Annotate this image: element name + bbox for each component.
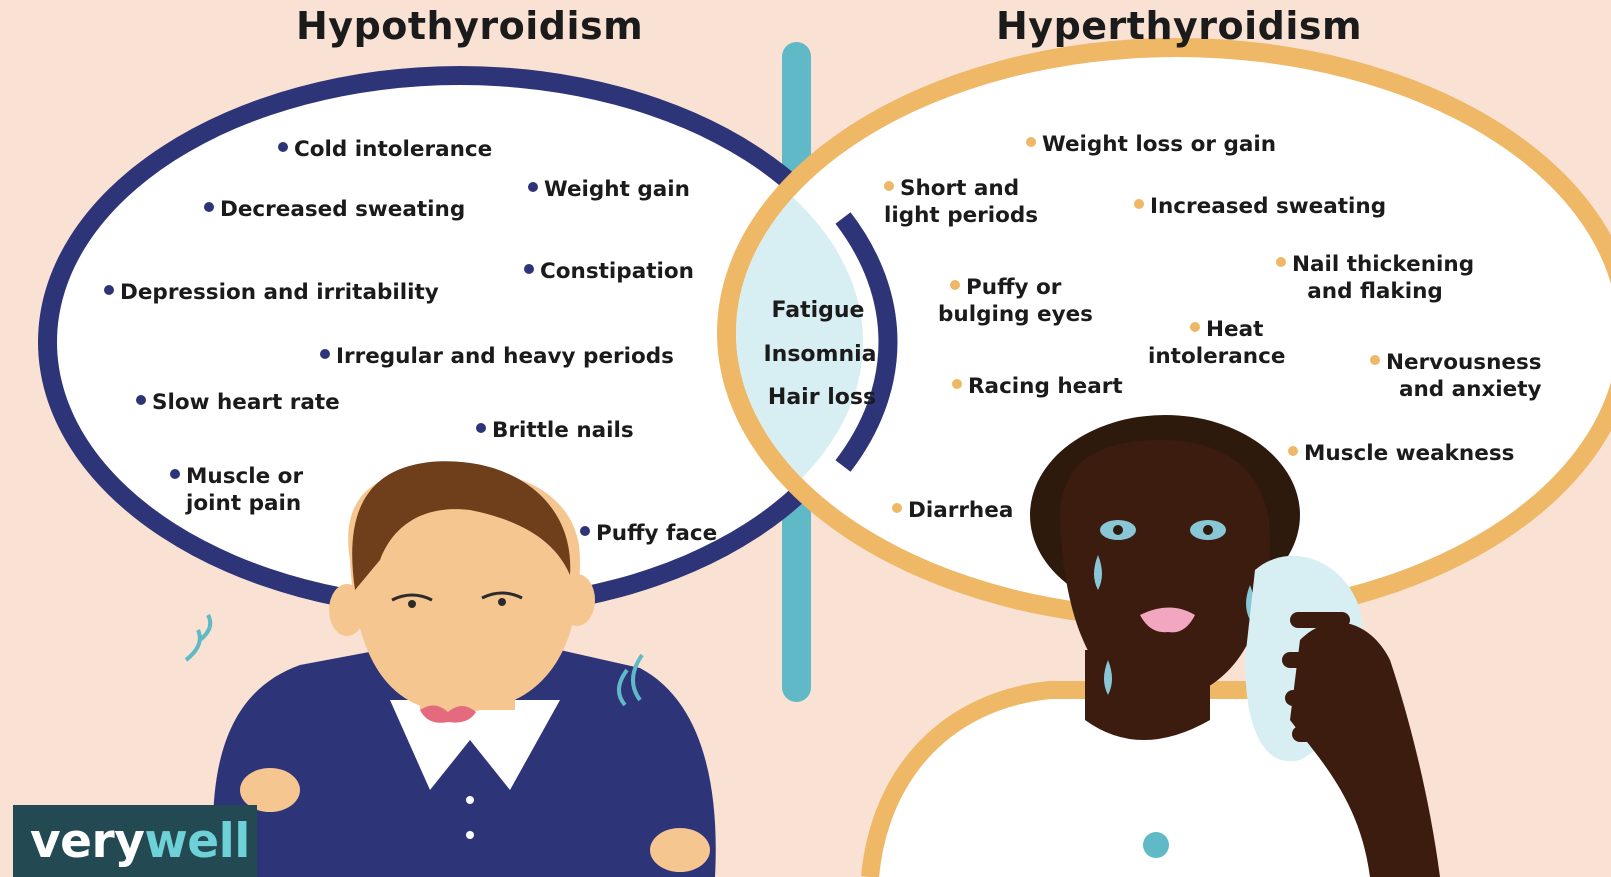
- hyper-symptom-label-line2: and anxiety: [1370, 376, 1542, 403]
- bullet-icon: [476, 423, 486, 433]
- bullet-icon: [170, 469, 180, 479]
- shared-symptom: Fatigue: [748, 298, 888, 323]
- hypo-symptom-item: Irregular and heavy periods: [320, 343, 674, 370]
- bullet-icon: [1288, 446, 1298, 456]
- bullet-icon: [884, 181, 894, 191]
- bullet-icon: [278, 142, 288, 152]
- hypo-symptom-label: Decreased sweating: [220, 197, 465, 222]
- hypo-symptom-item: Cold intolerance: [278, 136, 492, 163]
- bullet-icon: [104, 285, 114, 295]
- hypo-symptom-label: Cold intolerance: [294, 137, 492, 162]
- bullet-icon: [1370, 355, 1380, 365]
- hyper-symptom-item: Diarrhea: [892, 497, 1013, 524]
- hypo-symptom-label: Depression and irritability: [120, 280, 439, 305]
- hypo-symptom-label: Constipation: [540, 259, 694, 284]
- hyper-symptom-label-line2: bulging eyes: [938, 301, 1093, 328]
- bullet-icon: [1026, 137, 1036, 147]
- hypo-symptom-label-line2: joint pain: [170, 490, 303, 517]
- hypo-symptom-label: Puffy face: [596, 521, 717, 546]
- hyper-symptom-label: Muscle weakness: [1304, 441, 1514, 466]
- hyper-symptom-label-line2: intolerance: [1148, 343, 1285, 370]
- hypo-symptom-label: Irregular and heavy periods: [336, 344, 674, 369]
- hypo-symptom-item: Puffy face: [580, 520, 717, 547]
- hyper-symptom-label: Nail thickening: [1292, 252, 1474, 277]
- hyper-symptom-label: Puffy or: [966, 275, 1061, 300]
- bullet-icon: [320, 349, 330, 359]
- logo-part-well: well: [144, 814, 250, 869]
- hyperthyroidism-title: Hyperthyroidism: [996, 4, 1362, 48]
- hypo-symptom-label: Slow heart rate: [152, 390, 340, 415]
- bullet-icon: [528, 182, 538, 192]
- hypo-symptom-label: Muscle or: [186, 464, 303, 489]
- hypo-symptom-item: Slow heart rate: [136, 389, 340, 416]
- hypo-symptom-item: Brittle nails: [476, 417, 634, 444]
- hypo-symptom-label: Weight gain: [544, 177, 690, 202]
- hyper-symptom-label: Heat: [1206, 317, 1263, 342]
- bullet-icon: [204, 202, 214, 212]
- hypothyroidism-title: Hypothyroidism: [296, 4, 643, 48]
- bullet-icon: [952, 379, 962, 389]
- hyper-symptom-label-line2: and flaking: [1276, 278, 1474, 305]
- hyper-symptom-item: Racing heart: [952, 373, 1123, 400]
- bullet-icon: [136, 395, 146, 405]
- hyper-symptom-label: Racing heart: [968, 374, 1123, 399]
- hyper-symptom-item: Increased sweating: [1134, 193, 1386, 220]
- bullet-icon: [1276, 257, 1286, 267]
- hyper-symptom-label: Weight loss or gain: [1042, 132, 1276, 157]
- hyper-symptom-label: Nervousness: [1386, 350, 1542, 375]
- bullet-icon: [580, 526, 590, 536]
- shared-symptom: Hair loss: [752, 385, 892, 410]
- hypo-symptom-item: Constipation: [524, 258, 694, 285]
- hypo-symptom-label: Brittle nails: [492, 418, 634, 443]
- bullet-icon: [950, 280, 960, 290]
- bullet-icon: [524, 264, 534, 274]
- hyper-symptom-label: Diarrhea: [908, 498, 1013, 523]
- hyper-symptom-item: Weight loss or gain: [1026, 131, 1276, 158]
- hypo-symptom-item: Depression and irritability: [104, 279, 439, 306]
- shared-symptom: Insomnia: [750, 342, 890, 367]
- hypo-symptom-item: Decreased sweating: [204, 196, 465, 223]
- logo-part-very: very: [30, 814, 144, 869]
- hyper-symptom-label-line2: light periods: [884, 202, 1038, 229]
- hyper-symptom-label: Short and: [900, 176, 1019, 201]
- hyper-symptom-label: Increased sweating: [1150, 194, 1386, 219]
- bullet-icon: [1190, 322, 1200, 332]
- logo-text: verywell: [30, 814, 250, 869]
- hyper-symptom-item: Muscle weakness: [1288, 440, 1514, 467]
- bullet-icon: [892, 503, 902, 513]
- bullet-icon: [1134, 199, 1144, 209]
- hypo-symptom-item: Weight gain: [528, 176, 690, 203]
